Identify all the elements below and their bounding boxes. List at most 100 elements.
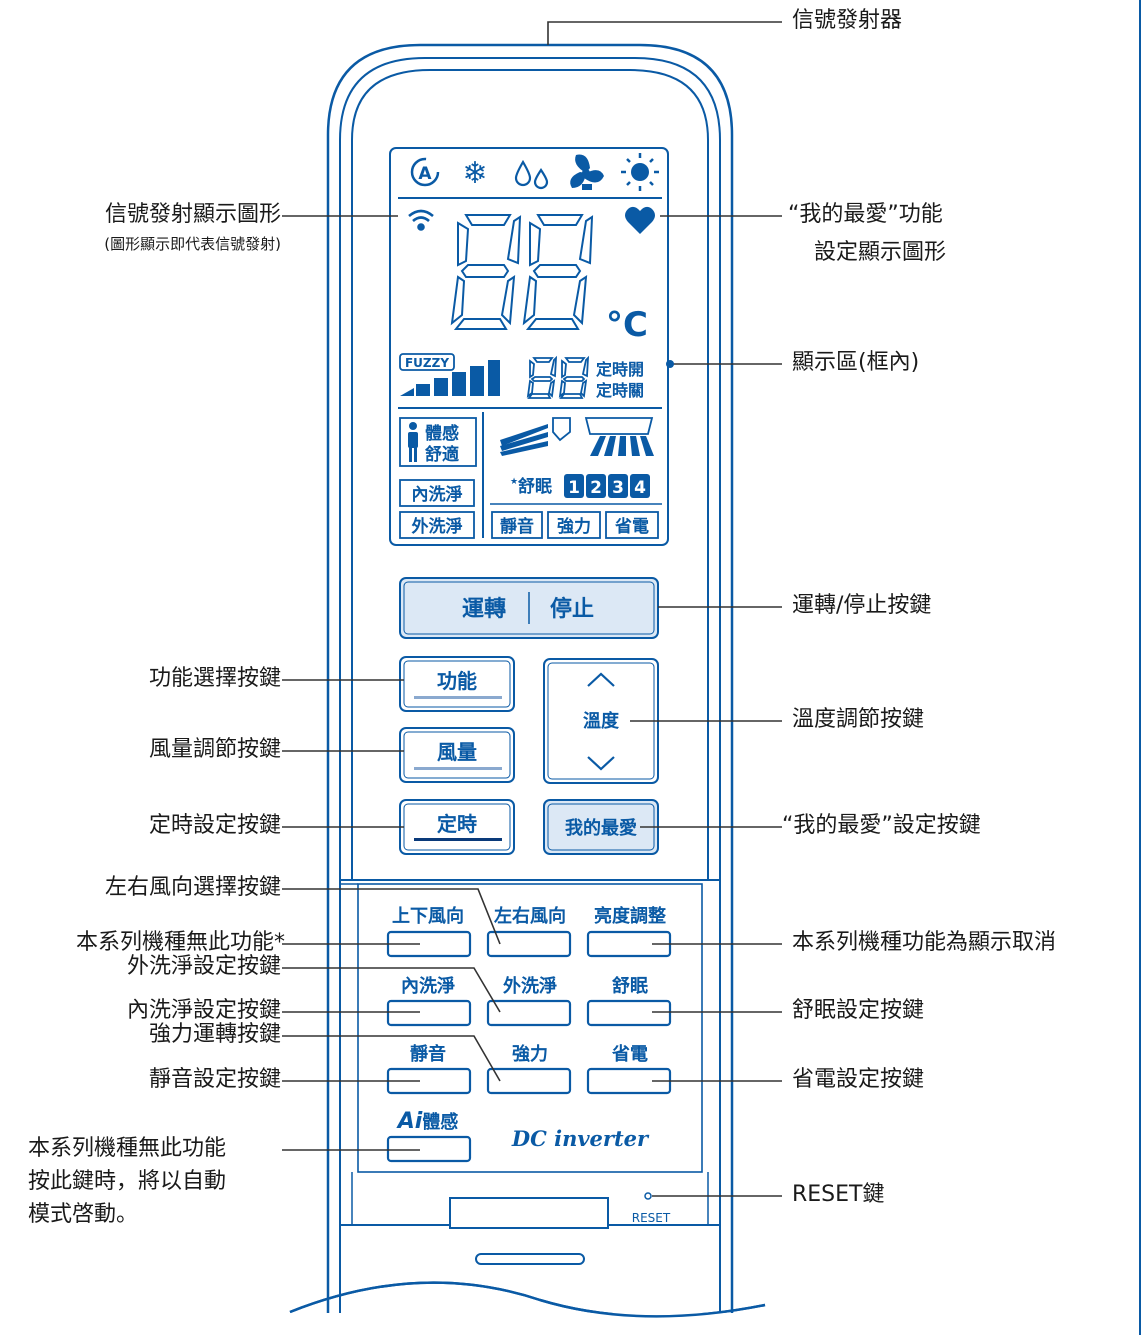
- ai-body-feel-button[interactable]: [386, 1135, 472, 1163]
- lcd-quiet: 靜音: [500, 516, 534, 537]
- run-stop-button[interactable]: 運轉 停止: [399, 577, 659, 639]
- fan-level-bars: [400, 360, 500, 396]
- remote-face-outline: [351, 69, 709, 880]
- ai-label: Ai體感: [396, 1109, 459, 1134]
- label-temp: 溫度調節按鍵: [792, 707, 925, 732]
- label-favorite: “我的最愛”設定按鍵: [782, 813, 981, 838]
- louver-up-down-icon: [500, 417, 571, 456]
- svg-text:我的最愛: 我的最愛: [565, 817, 637, 839]
- label-ai-line2: 按此鍵時，將以自動: [28, 1169, 227, 1194]
- reset-label: RESET: [632, 1211, 671, 1225]
- label-emitter: 信號發射器: [792, 8, 903, 33]
- moon-icon: ★: [493, 474, 518, 496]
- remote-inner-outline: [339, 57, 721, 1335]
- label-function: 功能選擇按鍵: [148, 666, 281, 691]
- eco-label: 省電: [611, 1043, 648, 1065]
- lcd-powerful: 強力: [557, 516, 591, 537]
- temp-unit: °C: [606, 305, 648, 345]
- label-eco: 省電設定按鍵: [792, 1067, 925, 1092]
- inner-clean-button[interactable]: [386, 999, 472, 1027]
- svg-text:3: 3: [612, 478, 624, 498]
- label-favorite-icon-line1: “我的最愛”功能: [788, 202, 943, 227]
- label-inner-clean: 內洗淨設定按鍵: [126, 998, 281, 1023]
- label-ai-line1: 本系列機種無此功能: [28, 1136, 227, 1161]
- label-reset: RESET鍵: [792, 1182, 885, 1207]
- sleep-label: 舒眠: [612, 975, 648, 997]
- horizontal-label: 左右風向: [494, 905, 566, 927]
- fan-icon: [570, 154, 604, 190]
- timer-on-label: 定時開: [595, 360, 644, 379]
- label-timer: 定時設定按鍵: [148, 813, 281, 838]
- quiet-label: 靜音: [410, 1043, 446, 1065]
- lcd-inner-clean: 內洗淨: [412, 484, 463, 505]
- timer-off-label: 定時關: [595, 381, 644, 400]
- label-horizontal: 左右風向選擇按鍵: [104, 875, 281, 900]
- label-fan: 風量調節按鍵: [148, 737, 281, 762]
- cover-panel: [357, 883, 703, 1173]
- dc-inverter-logo: DC inverter: [511, 1126, 650, 1151]
- lcd-outer-clean: 外洗淨: [412, 516, 463, 537]
- sleep-button[interactable]: [586, 999, 672, 1027]
- fan-speed-button[interactable]: 風量: [399, 727, 515, 783]
- svg-text:停止: 停止: [550, 596, 594, 622]
- label-outer-clean: 外洗淨設定按鍵: [126, 954, 281, 979]
- powerful-label: 強力: [512, 1043, 548, 1065]
- body-feel-line2: 舒適: [425, 444, 459, 465]
- brightness-label: 亮度調整: [594, 905, 666, 927]
- lcd-sleep: 舒眠: [518, 476, 552, 497]
- outer-clean-label: 外洗淨: [503, 975, 557, 997]
- label-sleep: 舒眠設定按鍵: [792, 998, 925, 1023]
- sun-icon: [621, 153, 659, 191]
- svg-text:風量: 風量: [437, 740, 477, 764]
- body-feel-line1: 體感: [425, 423, 459, 444]
- svg-text:溫度: 溫度: [583, 710, 620, 732]
- chevron-down-icon[interactable]: [587, 756, 615, 771]
- svg-text:功能: 功能: [437, 669, 477, 693]
- svg-text:1: 1: [568, 478, 580, 498]
- svg-text:A: A: [418, 164, 432, 184]
- label-ai-line3: 模式啓動。: [28, 1202, 139, 1227]
- heart-icon: [625, 206, 655, 234]
- bottom-slot: [475, 1253, 585, 1265]
- label-run-stop: 運轉/停止按鍵: [792, 593, 932, 618]
- function-button[interactable]: 功能: [399, 656, 515, 712]
- svg-text:4: 4: [634, 478, 646, 498]
- label-favorite-icon-line2: 設定顯示圖形: [814, 240, 947, 265]
- temp-digits: [450, 214, 594, 330]
- louver-left-right-icon: [584, 417, 654, 456]
- svg-text:運轉: 運轉: [462, 596, 506, 622]
- reset-pinhole-icon[interactable]: [644, 1192, 652, 1200]
- svg-text:★: ★: [510, 477, 518, 487]
- label-signal-icon: 信號發射顯示圖形: [104, 202, 281, 227]
- inner-clean-label: 內洗淨: [401, 975, 455, 997]
- label-display-area: 顯示區(框內): [792, 350, 920, 375]
- remote-outer-outline: [326, 43, 734, 1335]
- chevron-up-icon[interactable]: [587, 672, 615, 687]
- fuzzy-label: FUZZY: [405, 356, 449, 370]
- vertical-label: 上下風向: [392, 905, 464, 927]
- label-display-cancel: 本系列機種功能為顯示取消: [792, 930, 1057, 955]
- signal-icon: [408, 209, 434, 231]
- timer-button[interactable]: 定時: [399, 799, 515, 855]
- timer-digits: [526, 355, 590, 399]
- label-powerful: 強力運轉按鍵: [148, 1022, 281, 1047]
- outer-clean-button[interactable]: [486, 999, 572, 1027]
- label-signal-icon-note: (圖形顯示即代表信號發射): [104, 235, 281, 253]
- battery-cover-tab: [449, 1197, 609, 1229]
- leader-lines: [282, 21, 782, 1197]
- snowflake-icon: ❄: [462, 156, 487, 191]
- powerful-button[interactable]: [486, 1067, 572, 1095]
- temperature-button[interactable]: 溫度: [543, 658, 659, 784]
- auto-mode-icon: A: [410, 157, 440, 187]
- person-icon: [408, 422, 418, 462]
- cutaway-curve: [289, 1281, 766, 1318]
- horizontal-button[interactable]: [486, 930, 572, 958]
- sleep-levels: 1 2 3 4: [564, 474, 650, 498]
- display-area-marker: [666, 360, 674, 368]
- svg-text:定時: 定時: [437, 812, 477, 836]
- svg-text:2: 2: [590, 478, 602, 498]
- label-quiet: 靜音設定按鍵: [148, 1067, 281, 1092]
- lcd-eco: 省電: [614, 516, 649, 537]
